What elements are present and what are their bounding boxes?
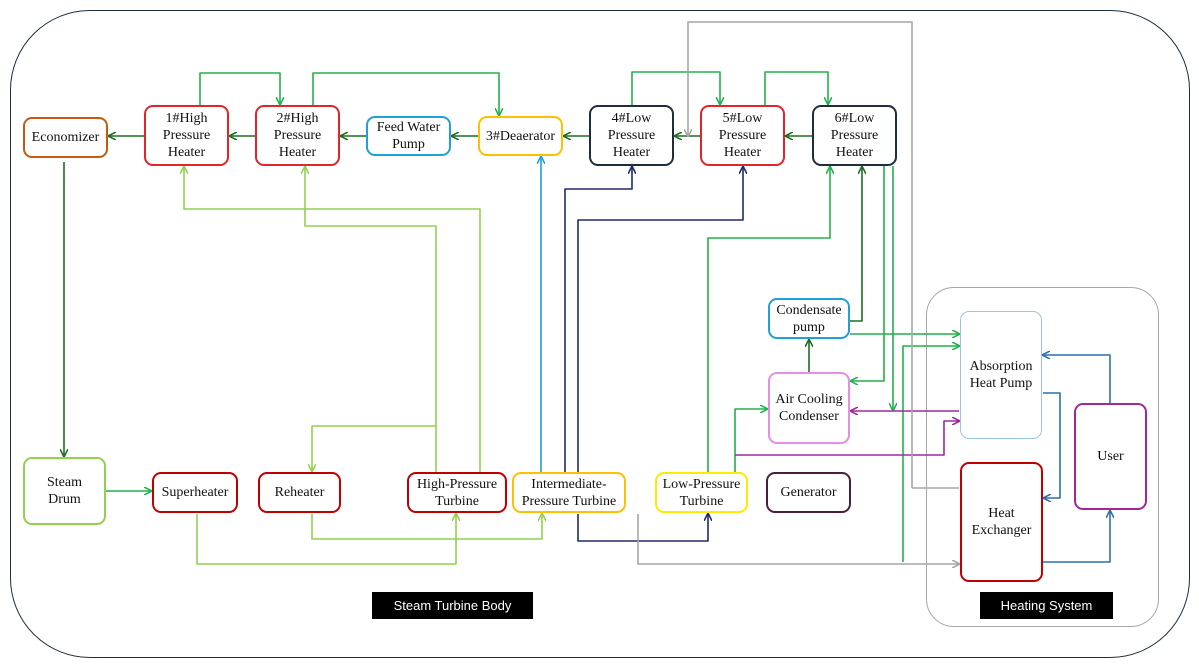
connector-navy — [577, 514, 708, 542]
reheater-node: Reheater — [258, 472, 341, 513]
heating-system-frame — [926, 287, 1159, 627]
deaerator-node: 3#Deaerator — [478, 116, 563, 156]
ip-turbine-node: Intermediate- Pressure Turbine — [512, 472, 626, 513]
connector-dark_green — [850, 167, 862, 322]
connector-light_green — [305, 167, 437, 472]
heating-system-label: Heating System — [980, 592, 1113, 619]
lp-heater-6-node: 6#Low Pressure Heater — [812, 105, 897, 166]
connector-green — [631, 71, 720, 105]
lp-heater-4-node: 4#Low Pressure Heater — [589, 105, 674, 166]
superheater-node: Superheater — [152, 472, 238, 513]
connector-green — [199, 72, 280, 105]
feed-water-pump-node: Feed Water Pump — [366, 116, 451, 156]
outer-frame — [10, 10, 1190, 658]
steam-drum-node: Steam Drum — [23, 457, 106, 525]
connector-green — [851, 166, 885, 381]
connector-light_green — [311, 514, 542, 540]
air-cooling-condenser-node: Air Cooling Condenser — [768, 372, 850, 444]
connector-green — [734, 409, 767, 472]
lp-heater-5-node: 5#Low Pressure Heater — [700, 105, 785, 166]
connector-blue — [1043, 392, 1061, 498]
generator-node: Generator — [766, 472, 851, 513]
connector-navy — [564, 167, 632, 472]
user-node: User — [1074, 403, 1147, 510]
absorption-heat-pump-node: Absorption Heat Pump — [960, 311, 1042, 439]
economizer-node: Economizer — [23, 117, 108, 158]
heat-exchanger-node: Heat Exchanger — [960, 462, 1043, 582]
connector-navy — [577, 167, 743, 472]
hp-heater-1-node: 1#High Pressure Heater — [144, 105, 229, 166]
steam-turbine-body-label: Steam Turbine Body — [372, 592, 533, 619]
lp-turbine-node: Low-Pressure Turbine — [655, 472, 748, 513]
connector-green — [707, 167, 830, 472]
connector-purple — [735, 421, 959, 456]
connector-gray — [637, 514, 959, 564]
connector-green — [764, 71, 828, 105]
connector-green — [902, 346, 959, 562]
condensate-pump-node: Condensate pump — [768, 298, 850, 339]
connector-gray — [688, 21, 913, 488]
connector-blue — [1043, 511, 1110, 563]
connector-blue — [1043, 355, 1111, 403]
hp-turbine-node: High-Pressure Turbine — [407, 472, 507, 513]
connector-green — [312, 72, 499, 115]
connector-light_green — [184, 167, 481, 472]
hp-heater-2-node: 2#High Pressure Heater — [255, 105, 340, 166]
connector-light_green — [312, 425, 436, 471]
